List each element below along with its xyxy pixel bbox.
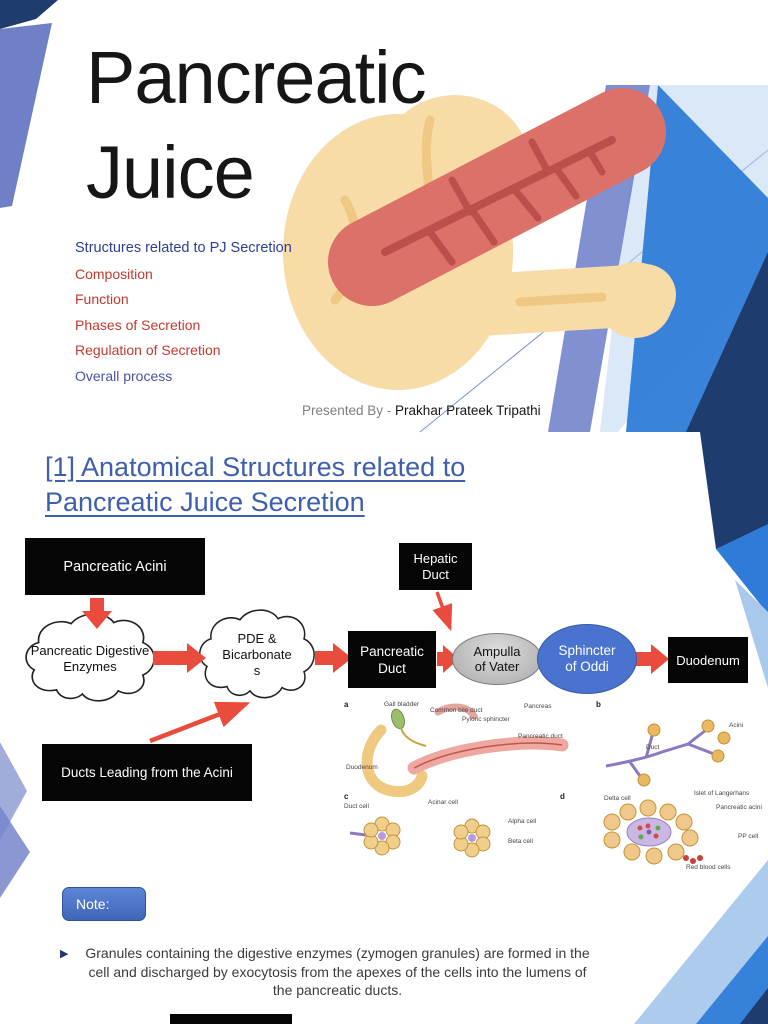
fig-label-duct-cell: Duct cell xyxy=(344,803,369,810)
fig-label-pancreas: Pancreas xyxy=(524,703,552,710)
cloud-shape-pde-bicarbonates xyxy=(199,609,315,699)
fig-label-beta-cell: Beta cell xyxy=(508,838,533,845)
fig-label-islet-of-langerhans: Islet of Langerhans xyxy=(694,790,750,797)
arrow-enzymes-to-pde xyxy=(153,643,206,673)
flow-node-pde-bicarbonates: PDE & Bicarbonates xyxy=(222,631,292,678)
presented-by-label: Presented By - xyxy=(302,403,396,418)
bullet-triangle-icon: ▶ xyxy=(60,948,69,960)
arrow-acini-to-enzymes xyxy=(82,598,112,629)
flow-node-hepatic-duct: Hepatic Duct xyxy=(399,543,472,590)
arrow-duct-to-ampulla xyxy=(437,645,459,673)
flow-node-ampulla-of-vater: Ampulla of Vater xyxy=(452,633,542,685)
arrow-sphincter-to-duodenum xyxy=(636,644,669,674)
fig-label-pancreatic-duct: Pancreatic duct xyxy=(518,733,563,740)
fig-label-red-blood-cells: Red blood cells xyxy=(686,864,731,871)
topic-phases: Phases of Secretion xyxy=(75,316,201,333)
topic-regulation: Regulation of Secretion xyxy=(75,342,221,358)
flowchart-arrows xyxy=(82,591,669,744)
arrow-ducts-to-pde xyxy=(149,701,251,744)
fig-label-alpha-cell: Alpha cell xyxy=(508,818,537,825)
fig-label-pyloric-sphincter: Pyloric sphincter xyxy=(462,716,510,723)
anatomy-figure-graphic xyxy=(349,703,731,865)
flow-node-duodenum: Duodenum xyxy=(668,637,748,683)
flow-node-pancreatic-acini: Pancreatic Acini xyxy=(25,538,205,595)
topic-overall: Overall process xyxy=(75,367,173,384)
fig-label-acinar-cell: Acinar cell xyxy=(428,799,458,806)
slide2-theme-decorations xyxy=(0,432,768,1024)
fig-label-common-bile-duct: Common bile duct xyxy=(430,707,483,714)
panel-marker-b: b xyxy=(596,700,601,709)
cloud-shape-pancreatic-digestive-enzymes xyxy=(25,613,156,702)
fig-label-duodenum: Duodenum xyxy=(346,764,378,771)
slide2-heading: [1] Anatomical Structures related to Pan… xyxy=(45,452,466,517)
note-button: Note: xyxy=(62,887,146,921)
presented-by-line: Presented By - Prakhar Prateek Tripathi xyxy=(302,403,541,418)
panel-marker-d: d xyxy=(560,792,565,801)
topic-composition: Composition xyxy=(75,265,153,282)
panel-marker-c: c xyxy=(344,792,349,801)
presenter-name: Prakhar Prateek Tripathi xyxy=(395,403,541,418)
fig-label-pancreatic-acini: Pancreatic acini xyxy=(716,804,762,811)
topic-structures: Structures related to PJ Secretion xyxy=(75,240,292,256)
fig-label-acini: Acini xyxy=(729,722,744,729)
fig-label-duct: Duct xyxy=(646,744,660,751)
arrow-hepatic-to-ampulla xyxy=(432,591,453,632)
bullet-text: Granules containing the digestive enzyme… xyxy=(85,945,590,998)
next-slide-partial-box xyxy=(170,1014,292,1024)
fig-label-delta-cell: Delta cell xyxy=(604,795,631,802)
pancreas-illustration xyxy=(283,88,676,390)
fig-label-pp-cell: PP cell xyxy=(738,833,759,840)
flow-node-ducts-leading-from-acini: Ducts Leading from the Acini xyxy=(42,744,252,801)
panel-marker-a: a xyxy=(344,700,349,709)
flow-node-pancreatic-duct: Pancreatic Duct xyxy=(348,631,436,688)
slide1-topic-list: Structures related to PJ Secretion Compo… xyxy=(75,236,292,389)
arrow-pde-to-duct xyxy=(315,643,352,673)
fig-label-gall-bladder: Gall bladder xyxy=(384,701,420,708)
slide1-title: Pancreatic Juice xyxy=(86,36,427,214)
flow-node-sphincter-of-oddi: Sphincter of Oddi xyxy=(537,624,637,694)
flow-node-pancreatic-digestive-enzymes: Pancreatic Digestive Enzymes xyxy=(30,643,150,674)
topic-function: Function xyxy=(75,291,129,307)
